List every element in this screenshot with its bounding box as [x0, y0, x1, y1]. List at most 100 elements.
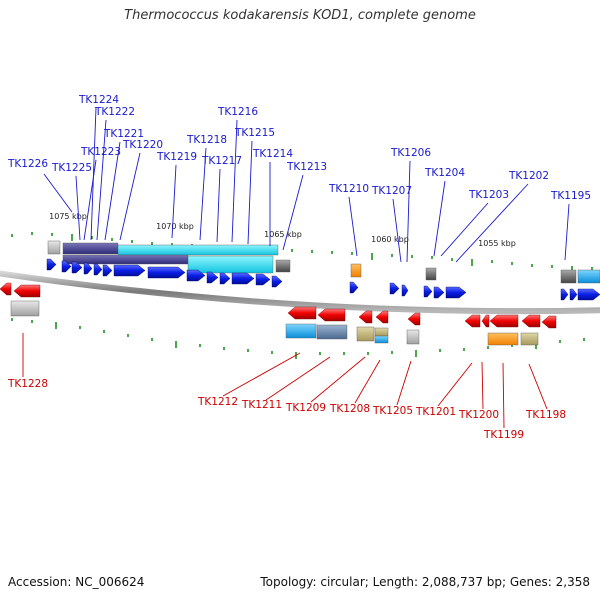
- label-leader-line: [247, 140, 253, 245]
- annotation-box: [560, 269, 577, 284]
- label-leader-line: [96, 119, 107, 241]
- gene-label: TK1205: [372, 405, 413, 417]
- reverse-gene-arrow: [541, 315, 557, 329]
- forward-gene-arrow: [83, 262, 93, 275]
- label-leader-line: [348, 196, 358, 257]
- gene-label: TK1208: [329, 403, 370, 415]
- genome-backbone: [0, 270, 600, 315]
- label-leader-line: [171, 164, 177, 239]
- gene-label: TK1207: [371, 185, 412, 197]
- forward-gene-arrow: [186, 269, 206, 282]
- label-leader-line: [83, 159, 97, 241]
- reverse-gene-arrow: [317, 308, 346, 322]
- annotation-box: [406, 329, 420, 345]
- forward-gene-arrow: [71, 261, 83, 274]
- label-leader-line: [354, 359, 381, 404]
- gene-label: TK1195: [550, 190, 591, 202]
- annotation-box: [62, 242, 119, 255]
- gene-label: TK1211: [241, 399, 282, 411]
- gene-label: TK1201: [415, 406, 456, 418]
- map-title: Thermococcus kodakarensis KOD1, complete…: [124, 8, 476, 23]
- reverse-strand-genes: [0, 282, 557, 329]
- gene-label: TK1219: [156, 151, 197, 163]
- annotation-box: [316, 324, 348, 340]
- scale-label: 1060 kbp: [371, 235, 409, 244]
- label-leader-line: [231, 119, 238, 243]
- label-leader-line: [481, 361, 484, 410]
- gene-label: TK1213: [286, 161, 327, 173]
- forward-gene-arrow: [147, 266, 186, 279]
- gene-label: TK1206: [390, 147, 431, 159]
- scale-label: 1070 kbp: [156, 222, 194, 231]
- label-leader-line: [282, 174, 304, 251]
- forward-gene-arrow: [569, 288, 578, 301]
- reverse-gene-arrow: [0, 282, 12, 296]
- forward-gene-arrow: [219, 272, 231, 285]
- reverse-gene-arrow: [464, 314, 481, 328]
- label-leader-line: [564, 203, 570, 261]
- gene-label: TK1200: [458, 409, 499, 421]
- annotation-box: [62, 254, 189, 265]
- label-leader-line: [455, 183, 529, 263]
- gene-label: TK1199: [483, 429, 524, 441]
- gene-label: TK1212: [197, 396, 238, 408]
- label-leader-line: [310, 356, 366, 403]
- scale-label: 1075 kbp: [49, 212, 87, 221]
- gene-label: TK1221: [103, 128, 144, 140]
- annotation-box: [117, 244, 279, 256]
- forward-gene-arrow: [349, 281, 359, 294]
- forward-gene-arrow: [206, 271, 219, 284]
- gene-label: TK1224: [78, 94, 119, 106]
- label-leader-line: [119, 152, 141, 241]
- gene-label: TK1218: [186, 134, 227, 146]
- reverse-gene-arrow: [287, 306, 317, 320]
- forward-gene-arrow: [46, 258, 57, 271]
- label-leader-line: [199, 147, 207, 241]
- annotation-box: [374, 335, 389, 344]
- gene-label: TK1225: [51, 162, 92, 174]
- forward-gene-arrow: [560, 288, 569, 301]
- gene-label: TK1214: [252, 148, 293, 160]
- label-leader-line: [222, 352, 301, 397]
- gene-label: TK1202: [508, 170, 549, 182]
- label-leader-line: [502, 362, 505, 429]
- forward-gene-arrow: [61, 260, 72, 273]
- annotation-box: [356, 326, 375, 342]
- reverse-gene-arrow: [521, 314, 541, 328]
- forward-gene-arrow: [231, 272, 255, 285]
- label-leader-line: [433, 180, 446, 257]
- gene-label: TK1215: [234, 127, 275, 139]
- forward-gene-arrow: [445, 286, 467, 299]
- annotation-box: [275, 259, 291, 273]
- label-leader-line: [437, 362, 473, 407]
- label-leader-line: [216, 168, 221, 243]
- forward-gene-arrow: [102, 264, 113, 277]
- gene-label: TK1209: [285, 402, 326, 414]
- label-leader-line: [75, 175, 81, 241]
- label-leader-lines: [22, 107, 570, 429]
- annotation-box: [425, 267, 437, 281]
- reverse-gene-arrow: [481, 314, 490, 328]
- reverse-gene-arrow: [489, 314, 519, 328]
- annotation-box: [285, 323, 317, 339]
- label-leader-line: [528, 363, 548, 410]
- label-leader-line: [43, 173, 73, 213]
- forward-gene-arrow: [389, 282, 400, 295]
- forward-gene-arrow: [423, 285, 433, 298]
- gene-label: TK1226: [7, 158, 48, 170]
- forward-gene-arrow: [113, 264, 146, 277]
- label-leader-line: [440, 202, 489, 257]
- gene-label: TK1198: [525, 409, 566, 421]
- gene-label: TK1203: [468, 189, 509, 201]
- annotation-box: [47, 240, 61, 255]
- gene-label: TK1217: [201, 155, 242, 167]
- reverse-gene-arrow: [358, 310, 373, 324]
- label-leader-line: [104, 141, 121, 241]
- annotation-box: [374, 327, 389, 337]
- annotation-box: [520, 332, 539, 346]
- forward-strand-genes: [46, 258, 600, 301]
- reverse-gene-arrow: [407, 312, 421, 326]
